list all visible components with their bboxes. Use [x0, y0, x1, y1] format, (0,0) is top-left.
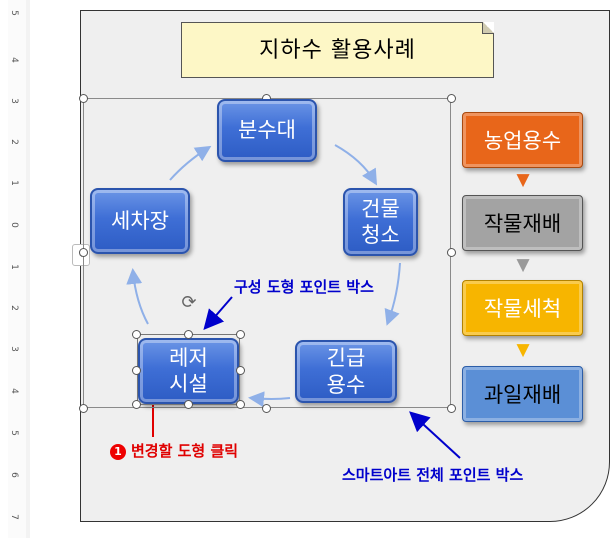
annotation-click-shape: 1 변경할 도형 클릭 [110, 440, 238, 461]
side-box-crop-growing[interactable]: 작물재배 [462, 195, 583, 251]
ruler-label: 2 [9, 139, 19, 145]
shape-resize-handle[interactable] [132, 400, 141, 409]
ruler-label: 4 [9, 388, 19, 394]
folded-corner-icon [482, 22, 494, 34]
down-arrow-icon: ▼ [516, 340, 530, 360]
ruler-edge [26, 0, 30, 538]
cycle-node-carwash[interactable]: 세차장 [90, 188, 190, 254]
slide-title: 지하수 활용사례 [259, 38, 416, 63]
down-arrow-icon: ▼ [516, 255, 530, 275]
shape-resize-handle[interactable] [132, 330, 141, 339]
shape-resize-handle[interactable] [132, 366, 141, 375]
ruler-label: 3 [9, 346, 19, 352]
ruler-label: 5 [9, 10, 19, 16]
ruler-label: 3 [9, 98, 19, 104]
ruler-label: 1 [9, 180, 19, 186]
resize-handle[interactable] [447, 404, 456, 413]
side-box-fruit-growing[interactable]: 과일재배 [462, 366, 583, 422]
cycle-node-building[interactable]: 건물 청소 [343, 188, 418, 256]
vertical-ruler: 5 4 3 2 1 0 1 2 3 4 5 6 7 [0, 0, 30, 538]
resize-handle[interactable] [79, 94, 88, 103]
ruler-label: 5 [9, 430, 19, 436]
ruler-label: 0 [9, 222, 19, 228]
ruler-label: 4 [9, 57, 19, 63]
annotation-click-shape-text: 변경할 도형 클릭 [131, 442, 239, 460]
shape-resize-handle[interactable] [236, 366, 245, 375]
shape-selection-frame[interactable] [137, 334, 240, 405]
side-box-crop-washing[interactable]: 작물세척 [462, 280, 583, 336]
ruler-label: 7 [9, 514, 19, 520]
slide-canvas[interactable] [80, 10, 610, 522]
down-arrow-icon: ▼ [516, 170, 530, 190]
ruler-label: 2 [9, 305, 19, 311]
step-number-badge: 1 [110, 444, 126, 460]
resize-handle[interactable] [79, 404, 88, 413]
slide-title-box[interactable]: 지하수 활용사례 [181, 22, 494, 78]
annotation-smartart-box: 스마트아트 전체 포인트 박스 [342, 466, 524, 484]
resize-handle[interactable] [262, 404, 271, 413]
cycle-node-fountain[interactable]: 분수대 [217, 99, 317, 162]
resize-handle[interactable] [79, 248, 88, 257]
shape-resize-handle[interactable] [236, 400, 245, 409]
shape-resize-handle[interactable] [184, 400, 193, 409]
shape-resize-handle[interactable] [184, 330, 193, 339]
ruler-label: 6 [9, 472, 19, 478]
ruler-label: 1 [9, 264, 19, 270]
cycle-node-emergency[interactable]: 긴급 용수 [295, 340, 397, 403]
resize-handle[interactable] [447, 248, 456, 257]
shape-resize-handle[interactable] [236, 330, 245, 339]
side-box-agriculture[interactable]: 농업용수 [462, 112, 583, 168]
resize-handle[interactable] [447, 94, 456, 103]
rotate-handle-icon[interactable]: ⟳ [181, 292, 197, 313]
annotation-shape-point-box: 구성 도형 포인트 박스 [234, 278, 374, 296]
